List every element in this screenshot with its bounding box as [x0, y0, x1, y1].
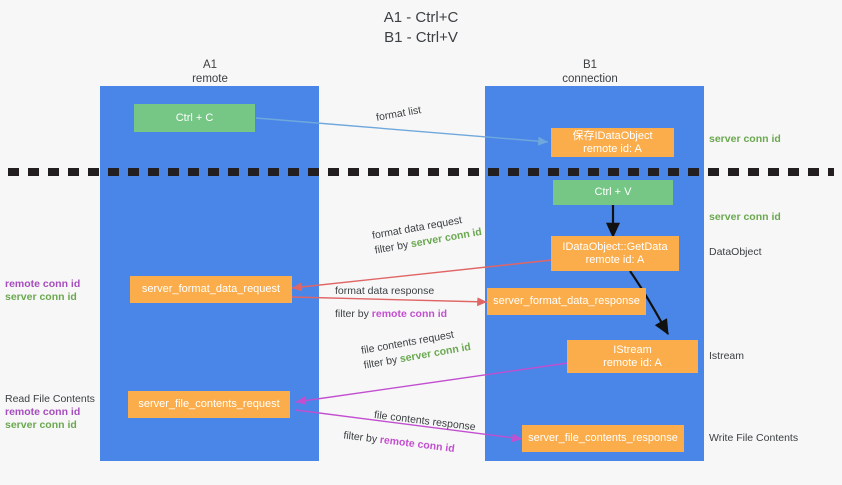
filter-by-prefix: filter by — [335, 308, 372, 320]
annotation-read-file-contents-heading: Read File Contents — [5, 393, 95, 405]
node-server-format-data-request-label: server_format_data_request — [141, 283, 281, 295]
title-line-2: B1 - Ctrl+V — [384, 29, 458, 46]
column-header-a1-sub: remote — [192, 73, 228, 85]
column-header-b1-sub: connection — [562, 73, 618, 85]
node-server-file-contents-response[interactable]: server_file_contents_response — [522, 425, 684, 452]
diagram-title: A1 - Ctrl+C B1 - Ctrl+V — [0, 8, 842, 48]
annotation-left-format-conn-ids: remote conn id server conn id — [5, 278, 80, 304]
node-idataobject-getdata[interactable]: IDataObject::GetData remote id: A — [551, 236, 679, 271]
node-server-format-data-response[interactable]: server_format_data_response — [487, 288, 646, 315]
node-server-file-contents-request[interactable]: server_file_contents_request — [128, 391, 290, 418]
column-header-b1-main: B1 — [582, 59, 598, 71]
node-server-format-data-request[interactable]: server_format_data_request — [130, 276, 292, 303]
title-line-1: A1 - Ctrl+C — [383, 9, 459, 26]
edge-label-format-data-response: format data response filter by remote co… — [335, 284, 447, 322]
annotation-right-server-conn-id-second: server conn id — [709, 211, 781, 223]
arrow-file-contents-request — [295, 362, 569, 406]
arrow-file-contents-response — [295, 409, 523, 443]
node-ctrl-c[interactable]: Ctrl + C — [134, 104, 255, 132]
arrow-format-data-response — [291, 296, 488, 307]
node-ctrl-v[interactable]: Ctrl + V — [553, 180, 673, 205]
filter-by-prefix: filter by — [342, 429, 381, 446]
column-header-b1: B1 connection — [490, 58, 690, 86]
node-server-file-contents-request-label: server_file_contents_request — [138, 398, 280, 410]
node-store-idataobject-line1: 保存IDataObject — [572, 129, 653, 142]
node-idataobject-getdata-line2: remote id: A — [585, 253, 645, 266]
edge-label-format-data-response-line2: filter by remote conn id — [335, 307, 447, 322]
edge-label-format-data-response-line1: format data response — [335, 285, 435, 297]
annotation-remote-conn-id: remote conn id — [5, 278, 81, 290]
node-server-file-contents-response-label: server_file_contents_response — [528, 432, 678, 444]
annotation-right-write-file-contents: Write File Contents — [709, 432, 799, 444]
annotation-right-server-conn-id-top: server conn id — [709, 133, 781, 145]
node-ctrl-c-label: Ctrl + C — [175, 111, 214, 124]
node-istream-line2: remote id: A — [603, 356, 662, 369]
node-ctrl-v-label: Ctrl + V — [594, 186, 632, 198]
annotation-server-conn-id: server conn id — [5, 291, 77, 303]
column-header-a1-main: A1 — [202, 59, 218, 71]
annotation-read-file-contents: Read File Contents remote conn id server… — [5, 393, 95, 432]
annotation-server-conn-id: server conn id — [5, 419, 77, 431]
node-istream-line1: IStream — [613, 343, 652, 356]
node-server-format-data-response-label: server_format_data_response — [493, 295, 640, 307]
annotation-remote-conn-id: remote conn id — [5, 406, 81, 418]
arrow-format-list — [255, 117, 549, 146]
arrow-getdata-to-istream — [629, 270, 669, 335]
remote-conn-id-key: remote conn id — [371, 308, 448, 320]
node-store-idataobject-line2: remote id: A — [583, 142, 642, 155]
annotation-right-istream: Istream — [709, 350, 745, 362]
column-header-a1: A1 remote — [110, 58, 310, 86]
node-store-idataobject[interactable]: 保存IDataObject remote id: A — [551, 128, 674, 157]
annotation-right-data-object: DataObject — [709, 246, 762, 258]
node-idataobject-getdata-line1: IDataObject::GetData — [562, 240, 668, 253]
node-istream[interactable]: IStream remote id: A — [567, 340, 698, 373]
arrow-format-data-request — [291, 259, 553, 292]
